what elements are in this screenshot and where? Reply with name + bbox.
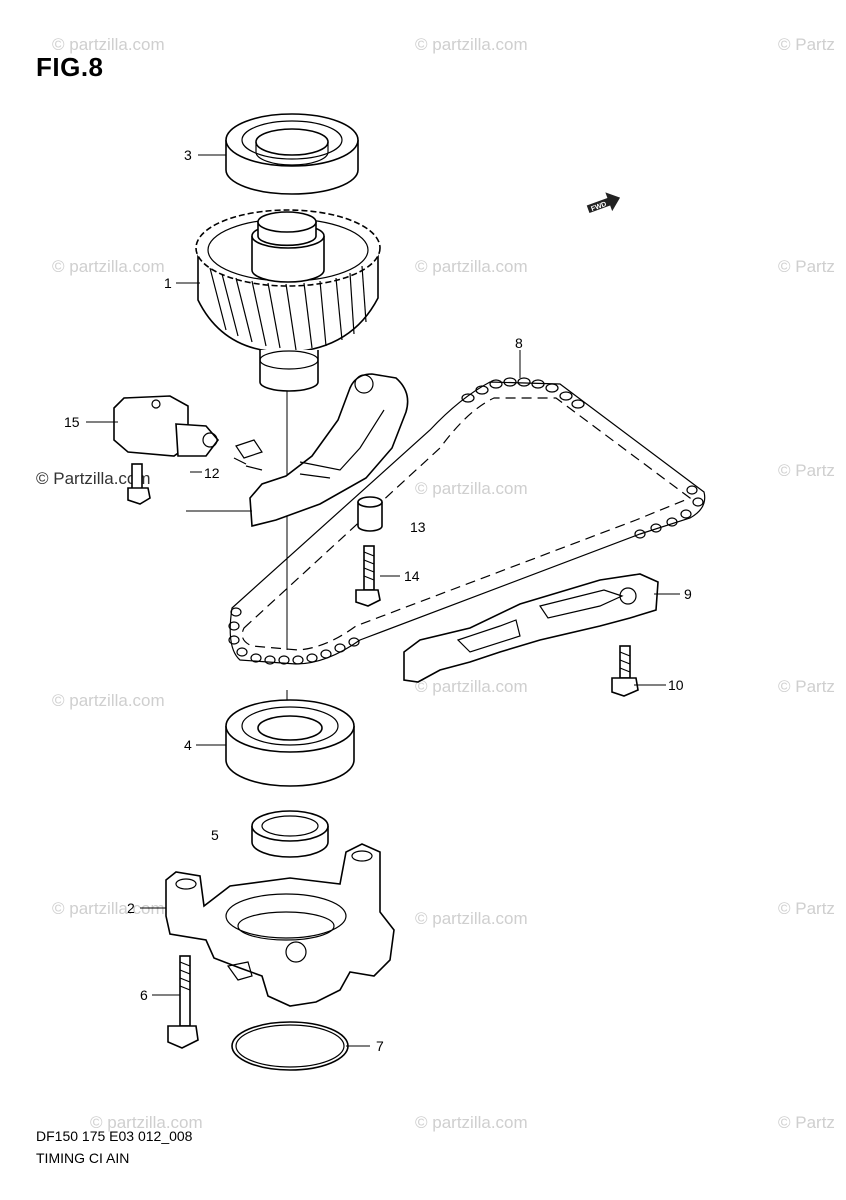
o-ring (231, 1021, 349, 1071)
watermark: © partzilla.com (415, 35, 528, 54)
tensioner-clip (233, 439, 263, 471)
chain-links-lower (228, 607, 360, 665)
bearing-top (225, 113, 359, 195)
watermark: © partzilla.com (52, 257, 165, 276)
callout-7: 7 (376, 1038, 384, 1054)
callout-3: 3 (184, 147, 192, 163)
bearing-bottom (225, 699, 355, 787)
chain-links-upper (461, 377, 585, 409)
callout-12: 12 (204, 465, 220, 481)
watermark: © Partzilla.com (36, 469, 151, 488)
guide-bolt-right (611, 645, 639, 697)
spacer-collar (357, 496, 383, 532)
watermark: © partzilla.com (415, 677, 528, 696)
watermark: © partzilla.com (415, 1113, 528, 1132)
callout-14: 14 (404, 568, 420, 584)
housing (165, 843, 395, 1007)
watermark: © Partz (778, 461, 835, 480)
oil-seal (251, 810, 329, 858)
watermark: © partzilla.com (52, 35, 165, 54)
watermark: © partzilla.com (415, 479, 528, 498)
watermark: © partzilla.com (90, 1113, 203, 1132)
callouts: 3 1 8 15 12 13 14 9 10 4 5 2 6 7 (64, 147, 692, 1054)
drawing-code: DF150 175 E03 012_008 (36, 1128, 193, 1144)
sprocket-gear (195, 209, 381, 392)
callout-15: 15 (64, 414, 80, 430)
callout-1: 1 (164, 275, 172, 291)
watermark: © partzilla.com (52, 899, 165, 918)
watermark-grid: © partzilla.com © partzilla.com © Partz … (36, 35, 835, 1132)
watermark: © Partz (778, 35, 835, 54)
callout-8: 8 (515, 335, 523, 351)
watermark: © Partz (778, 677, 835, 696)
drawing-caption: TIMING CI AIN (36, 1150, 130, 1166)
callout-5: 5 (211, 827, 219, 843)
fwd-arrow-icon: FWD (586, 192, 621, 214)
chain-tensioner (113, 395, 220, 457)
housing-bolt (167, 955, 199, 1049)
callout-9: 9 (684, 586, 692, 602)
callout-10: 10 (668, 677, 684, 693)
callout-13: 13 (410, 519, 426, 535)
figure-title: FIG.8 (36, 52, 104, 82)
timing-chain (228, 377, 706, 665)
watermark: © Partz (778, 257, 835, 276)
watermark: © partzilla.com (415, 909, 528, 928)
callout-6: 6 (140, 987, 148, 1003)
watermark: © Partz (778, 1113, 835, 1132)
fwd-label: FWD (590, 201, 607, 213)
callout-2: 2 (127, 900, 135, 916)
watermark: © partzilla.com (415, 257, 528, 276)
watermark: © Partz (778, 899, 835, 918)
chain-guide-upper (249, 373, 409, 528)
tensioner-bolt (127, 463, 151, 505)
callout-4: 4 (184, 737, 192, 753)
guide-bolt (355, 545, 381, 607)
chain-links-right (634, 485, 704, 539)
watermark: © partzilla.com (52, 691, 165, 710)
chain-guide-right (403, 573, 659, 683)
leader-lines (86, 154, 680, 1047)
